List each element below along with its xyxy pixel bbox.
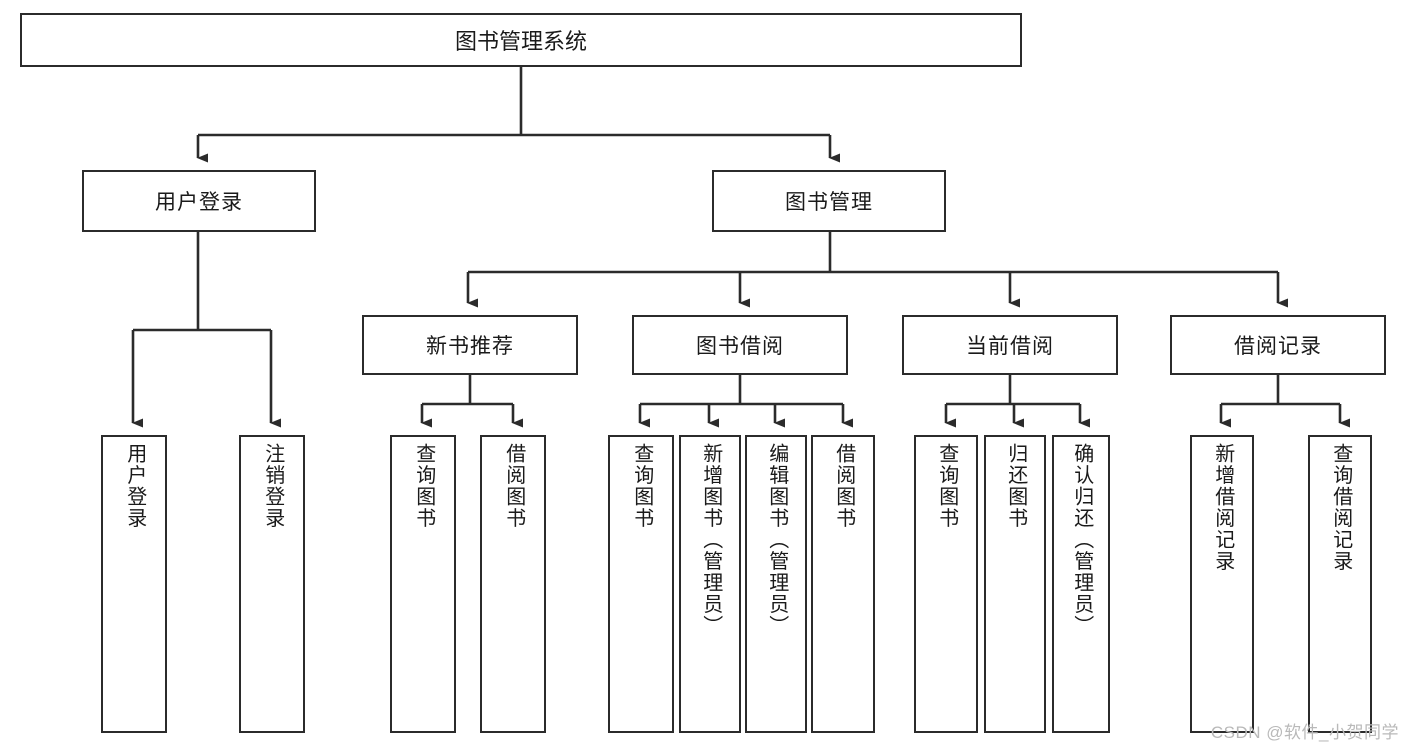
leaf-return-book[interactable]: 归还图书 — [984, 435, 1046, 733]
node-borrow-records[interactable]: 借阅记录 — [1170, 315, 1386, 375]
leaf-query-book-borrow[interactable]: 查询图书 — [608, 435, 674, 733]
leaf-borrow-book-recommend[interactable]: 借阅图书 — [480, 435, 546, 733]
node-new-book-recommend[interactable]: 新书推荐 — [362, 315, 578, 375]
leaf-edit-book-admin[interactable]: 编辑图书（管理员） — [745, 435, 807, 733]
leaf-user-login[interactable]: 用户登录 — [101, 435, 167, 733]
node-book-borrow-label: 图书借阅 — [696, 335, 784, 358]
node-book-management-label: 图书管理 — [785, 191, 873, 214]
leaf-label: 借阅图书 — [502, 443, 525, 529]
leaf-label: 查询图书 — [412, 443, 435, 529]
leaf-label: 新增图书（管理员） — [699, 443, 722, 637]
leaf-query-book-recommend[interactable]: 查询图书 — [390, 435, 456, 733]
leaf-label: 确认归还（管理员） — [1070, 443, 1093, 637]
node-root-label: 图书管理系统 — [454, 29, 587, 54]
leaf-label: 查询图书 — [935, 443, 958, 529]
leaf-label: 用户登录 — [123, 443, 146, 529]
node-borrow-records-label: 借阅记录 — [1234, 335, 1322, 358]
node-current-borrow-label: 当前借阅 — [966, 335, 1054, 358]
leaf-label: 注销登录 — [261, 443, 284, 529]
leaf-confirm-return-admin[interactable]: 确认归还（管理员） — [1052, 435, 1110, 733]
leaf-label: 查询借阅记录 — [1329, 443, 1352, 572]
node-book-borrow[interactable]: 图书借阅 — [632, 315, 848, 375]
node-root[interactable]: 图书管理系统 — [20, 13, 1022, 67]
leaf-borrow-book[interactable]: 借阅图书 — [811, 435, 875, 733]
leaf-query-book-current[interactable]: 查询图书 — [914, 435, 978, 733]
node-user-login[interactable]: 用户登录 — [82, 170, 316, 232]
node-new-book-recommend-label: 新书推荐 — [426, 335, 514, 358]
node-user-login-label: 用户登录 — [155, 191, 243, 214]
leaf-label: 查询图书 — [630, 443, 653, 529]
node-current-borrow[interactable]: 当前借阅 — [902, 315, 1118, 375]
leaf-logout[interactable]: 注销登录 — [239, 435, 305, 733]
leaf-label: 借阅图书 — [832, 443, 855, 529]
node-book-management[interactable]: 图书管理 — [712, 170, 946, 232]
watermark: CSDN @软件_小贺同学 — [1210, 723, 1399, 742]
leaf-add-book-admin[interactable]: 新增图书（管理员） — [679, 435, 741, 733]
leaf-label: 新增借阅记录 — [1211, 443, 1234, 572]
leaf-query-borrow-record[interactable]: 查询借阅记录 — [1308, 435, 1372, 733]
leaf-label: 编辑图书（管理员） — [765, 443, 788, 637]
leaf-label: 归还图书 — [1004, 443, 1027, 529]
leaf-add-borrow-record[interactable]: 新增借阅记录 — [1190, 435, 1254, 733]
